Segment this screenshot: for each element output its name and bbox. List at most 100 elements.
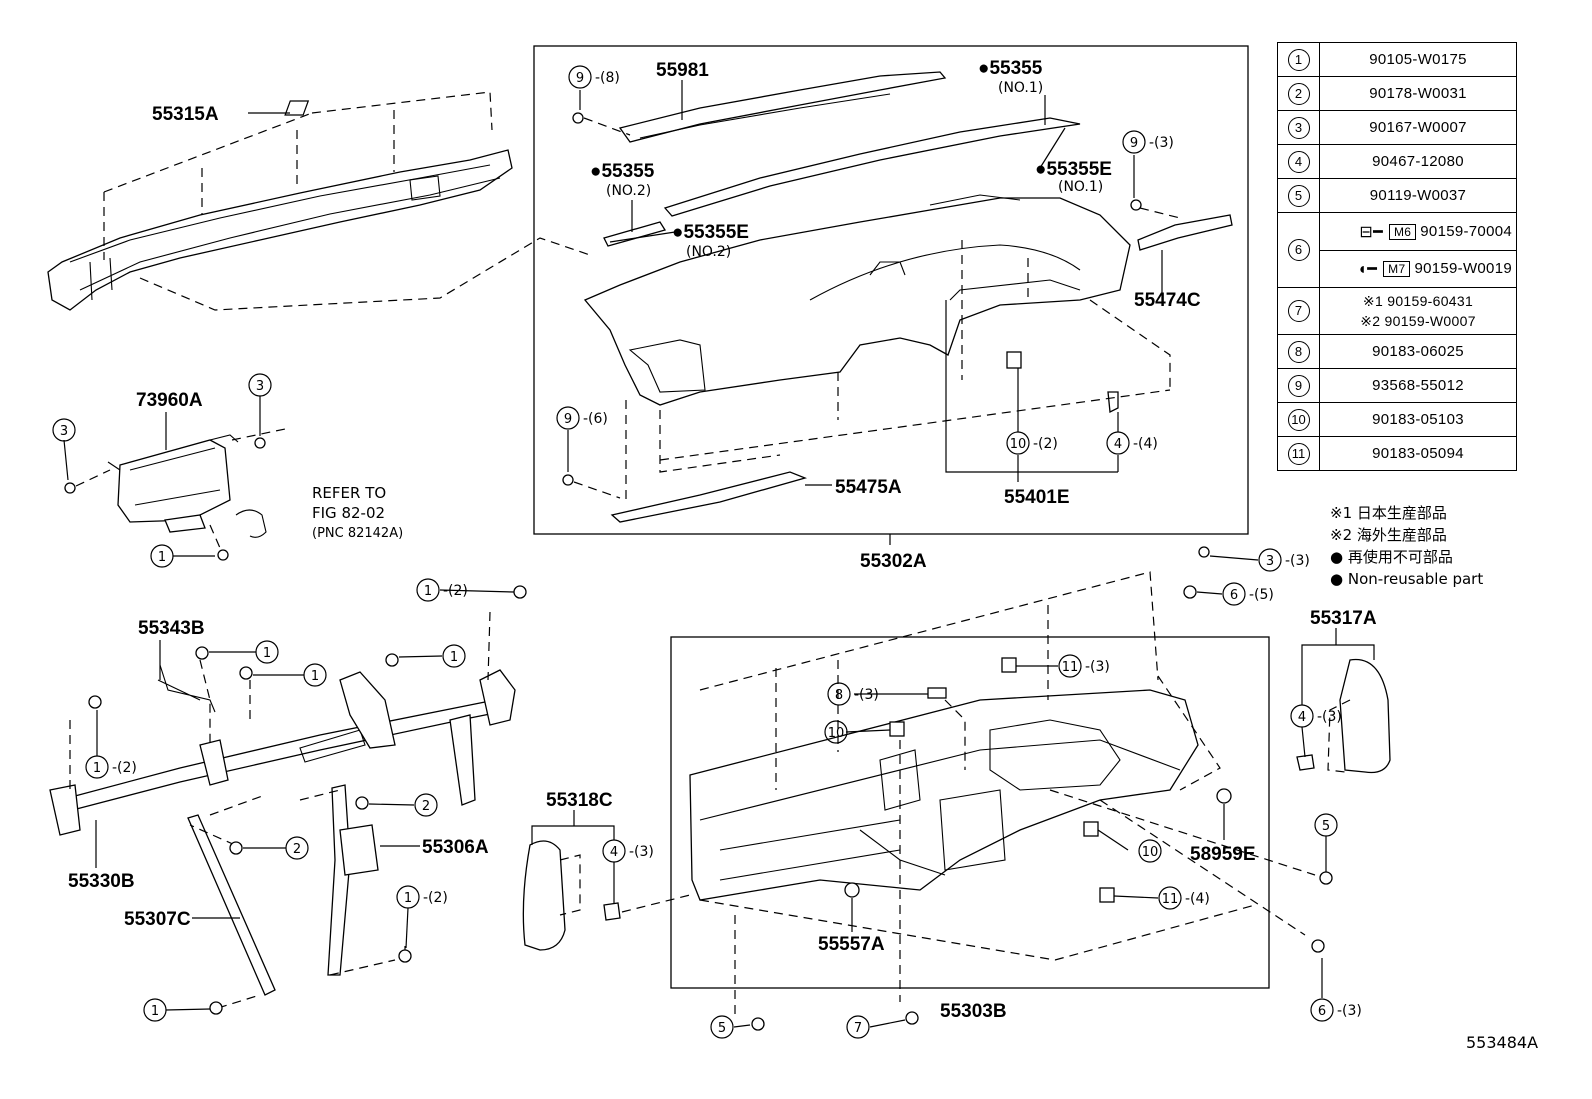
svg-text:-(2): -(2) — [1033, 436, 1058, 452]
legend-row: 1 90105-W0175 — [1277, 42, 1517, 77]
legend-part-no: 90159-W0019 — [1414, 260, 1512, 277]
callout-8-3: 8 -(3) — [827, 682, 879, 706]
refer-line2: FIG 82-02 — [312, 504, 385, 522]
callout-1-c: 1 — [303, 663, 327, 687]
svg-text:-(4): -(4) — [1133, 436, 1158, 452]
legend-notes: ※1 日本生産部品 ※2 海外生産部品 ● 再使用不可部品 ● Non-reus… — [1330, 502, 1483, 590]
label-73960A: 73960A — [136, 390, 203, 411]
label-55330B: 55330B — [68, 871, 135, 892]
legend-part-no: 90183-05094 — [1319, 436, 1517, 471]
bolt-icon: ⊟━ — [1359, 223, 1383, 241]
legend-num: 10 — [1287, 408, 1310, 431]
legend-num: 11 — [1287, 442, 1310, 465]
lower-panel-55303B — [689, 657, 1232, 903]
callout-1-2-a: 1 -(2) — [416, 578, 468, 602]
legend-num: 7 — [1287, 300, 1310, 322]
legend-row: 6 ⊟━ M6 90159-70004 ◖━ M7 90159-W0019 — [1277, 212, 1517, 288]
svg-text:1: 1 — [404, 891, 412, 906]
callout-1-e: 1 — [143, 998, 167, 1022]
callout-3-b: 3 — [248, 373, 272, 397]
callout-9-3: 9 -(3) — [1122, 130, 1174, 154]
legend-row: 11 90183-05094 — [1277, 436, 1517, 471]
callout-9-6: 9 -(6) — [556, 406, 608, 430]
callout-1-2-b: 1 -(2) — [85, 755, 137, 779]
callout-3-a: 3 — [52, 418, 76, 442]
callout-1-d: 1 — [442, 644, 466, 668]
callout-1-a: 1 — [150, 544, 174, 568]
svg-text:-(3): -(3) — [1085, 659, 1110, 675]
svg-text:9: 9 — [576, 71, 584, 86]
label-55475A: 55475A — [835, 477, 902, 498]
svg-text:9: 9 — [564, 412, 572, 427]
callout-10-a: 10 — [824, 720, 848, 744]
svg-text:-(3): -(3) — [629, 844, 654, 860]
svg-text:1: 1 — [151, 1004, 159, 1019]
note-overseas-production: ※2 海外生産部品 — [1330, 526, 1447, 544]
label-55302A: 55302A — [860, 551, 927, 572]
label-55474C: 55474C — [1134, 290, 1201, 311]
label-55557A: 55557A — [818, 934, 885, 955]
svg-text:-(2): -(2) — [423, 890, 448, 906]
legend-num: 6 — [1287, 239, 1310, 261]
label-55355-no2: ●55355 — [590, 161, 655, 182]
upper-panel-parts — [562, 71, 1233, 523]
label-55355E-no2-sub: (NO.2) — [686, 244, 731, 260]
svg-text:10: 10 — [1142, 845, 1159, 860]
steering-support-55330B — [49, 664, 516, 836]
svg-text:-(3): -(3) — [1337, 1003, 1362, 1019]
callout-9-8: 9 -(8) — [568, 65, 620, 89]
legend-part-no: 90178-W0031 — [1319, 76, 1517, 111]
svg-text:-(3): -(3) — [1317, 709, 1342, 725]
svg-text:5: 5 — [718, 1021, 726, 1036]
svg-text:6: 6 — [1230, 588, 1238, 603]
lower-panel-guides — [699, 571, 1316, 1016]
thread-size-tag: M6 — [1389, 223, 1417, 240]
lower-left-leaders — [95, 589, 515, 1011]
label-55355-no1: ●55355 — [978, 58, 1043, 79]
cowl-reinforcement-assembly — [47, 100, 513, 311]
side-cover-55317A — [1296, 658, 1391, 774]
legend-part-no: 93568-55012 — [1319, 368, 1517, 403]
legend-part-no: 90183-06025 — [1319, 334, 1517, 369]
svg-text:10: 10 — [1010, 437, 1027, 452]
label-55401E: 55401E — [1004, 487, 1070, 508]
svg-text:-(3): -(3) — [1285, 553, 1310, 569]
callout-5-b: 5 — [710, 1015, 734, 1039]
legend-part-no: ※1 90159-60431 — [1362, 293, 1474, 309]
legend-num: 4 — [1287, 150, 1310, 173]
label-55318C: 55318C — [546, 790, 613, 811]
callout-4-3-a: 4 -(3) — [602, 839, 654, 863]
callout-11-4: 11 -(4) — [1158, 886, 1210, 910]
legend-num: 3 — [1287, 116, 1310, 139]
callout-4-4: 4 -(4) — [1106, 431, 1158, 455]
note-non-reusable-jp: ● 再使用不可部品 — [1330, 548, 1453, 566]
callout-4-3-b: 4 -(3) — [1290, 704, 1342, 728]
callout-6-5: 6 -(5) — [1222, 582, 1274, 606]
svg-text:-(4): -(4) — [1185, 891, 1210, 907]
legend-row: 5 90119-W0037 — [1277, 178, 1517, 213]
thread-size-tag: M7 — [1383, 260, 1411, 277]
legend-part-no: 90467-12080 — [1319, 144, 1517, 179]
upper-leader-lines — [567, 80, 1163, 545]
legend-row: 10 90183-05103 — [1277, 402, 1517, 437]
legend-row: 4 90467-12080 — [1277, 144, 1517, 179]
upper-panel-guides — [573, 117, 1181, 505]
label-55303B: 55303B — [940, 1001, 1007, 1022]
label-55343B: 55343B — [138, 618, 205, 639]
legend-part-no: 90105-W0175 — [1319, 42, 1517, 77]
svg-text:6: 6 — [1318, 1004, 1326, 1019]
callout-1-b: 1 — [255, 640, 279, 664]
note-non-reusable-en: ● Non-reusable part — [1330, 570, 1484, 588]
brace-55307C — [187, 814, 276, 996]
callout-6-3: 6 -(3) — [1310, 998, 1362, 1022]
svg-text:4: 4 — [1298, 710, 1306, 725]
label-55355-no2-sub: (NO.2) — [606, 183, 651, 199]
svg-text:2: 2 — [422, 799, 430, 814]
label-58959E: 58959E — [1190, 844, 1256, 865]
svg-text:4: 4 — [1114, 437, 1122, 452]
svg-text:7: 7 — [854, 1021, 862, 1036]
note-japan-production: ※1 日本生産部品 — [1330, 504, 1447, 522]
label-55355E-no1: ●55355E — [1035, 159, 1112, 180]
legend-row: 3 90167-W0007 — [1277, 110, 1517, 145]
